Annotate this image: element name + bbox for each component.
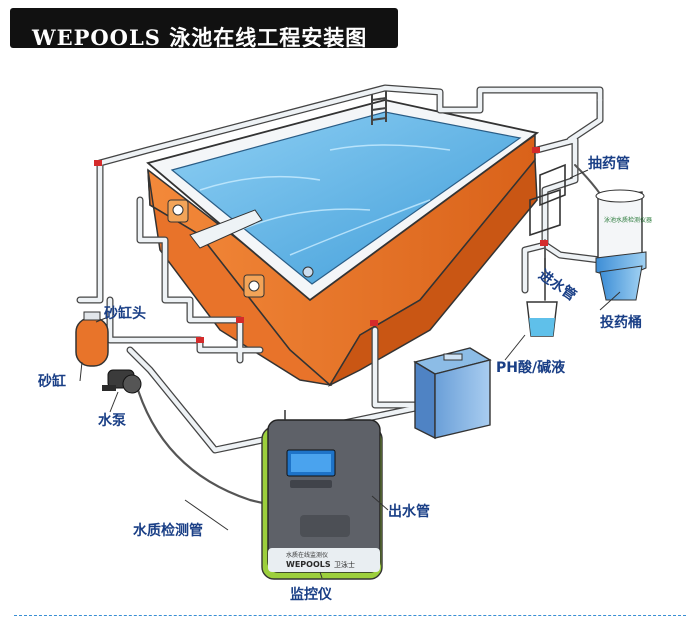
dosing-bucket: 泳池水质检测仪器 xyxy=(595,189,652,301)
label-sand-tank: 砂缸 xyxy=(37,373,66,390)
leader-lines xyxy=(79,169,621,579)
monitor-device: 水质在线监测仪 WEPOOLS 卫泳士 xyxy=(261,410,383,580)
label-sand-tank-head: 砂缸头 xyxy=(103,305,146,322)
title-banner: WEPOOLS 泳池在线工程安装图 xyxy=(10,8,398,50)
device-brand: WEPOOLS xyxy=(286,560,331,569)
label-monitor: 监控仪 xyxy=(290,586,333,603)
label-dosing-bucket: 投药桶 xyxy=(600,314,642,331)
pool-skimmer xyxy=(167,199,314,298)
page-title: WEPOOLS 泳池在线工程安装图 xyxy=(32,25,368,50)
sand-filter xyxy=(75,311,109,367)
pool-ladder xyxy=(371,91,387,125)
water-pump xyxy=(102,369,142,394)
label-inlet-pipe: 进水管 xyxy=(535,266,579,304)
ph-tank xyxy=(413,347,492,440)
device-caption: 水质在线监测仪 xyxy=(286,551,328,559)
label-water-pump: 水泵 xyxy=(98,412,126,429)
pool-water xyxy=(146,99,540,302)
label-quality-detect-pipe: 水质检测管 xyxy=(133,522,203,539)
label-ph-liquid: PH酸/碱液 xyxy=(496,359,566,376)
footer-divider xyxy=(14,615,686,616)
device-brand-suffix: 卫泳士 xyxy=(334,560,355,569)
label-pump-dosing-pipe: 抽药管 xyxy=(588,155,630,172)
valves xyxy=(94,147,548,343)
label-outlet-pipe: 出水管 xyxy=(388,503,430,520)
bucket-label: 泳池水质检测仪器 xyxy=(604,216,652,224)
ph-beaker xyxy=(526,301,558,337)
dosing-frames xyxy=(529,163,566,237)
